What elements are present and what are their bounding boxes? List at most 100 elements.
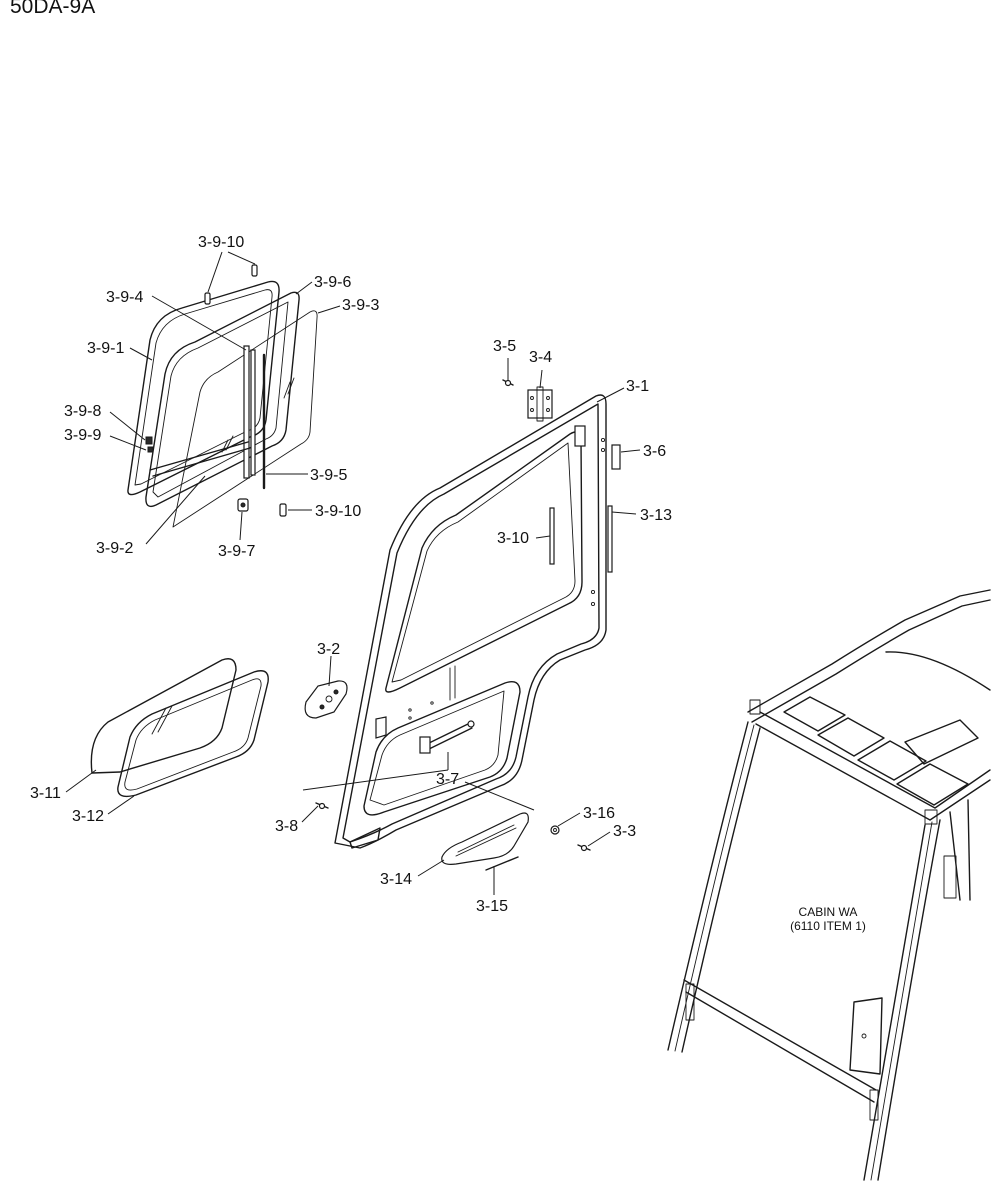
door-sill [349,827,381,849]
leader-3-13 [611,511,637,515]
leader-3-8 [301,805,319,823]
roof-slot [857,740,927,781]
hinge [527,389,553,419]
small-window-seal [117,670,269,798]
striker-plate [611,444,621,470]
callout-3-11: 3-11 [30,785,61,802]
glass-reflection-line [283,381,291,399]
step-strip [485,856,519,871]
leader-3-6 [620,449,641,453]
cabin-hinge-bracket [685,983,695,1021]
washer-hole [553,828,557,832]
window-frame-outer [127,280,280,496]
cabin-pillar-left-mid [674,724,755,1052]
cabin-pillar-right-inner [877,819,941,1181]
cabin-roof-edge [747,589,991,713]
small-window-reflection [151,707,167,735]
leader-3-9-10-top-a [207,251,223,293]
pad-bottom [279,503,287,517]
window-channel-mid [250,349,256,476]
cabin-hinge-bracket [869,1089,879,1121]
hinge-hole [530,396,534,400]
clip-lower [147,446,154,453]
outside-handle-screw [333,689,339,695]
small-window-group [90,658,269,798]
callout-3-9-7: 3-9-7 [218,543,255,560]
cabin-plate [849,997,883,1075]
cabin-pillar-right-mid [870,821,933,1181]
clip-upper [145,436,153,445]
cabin-note-line1: CABIN WA [799,905,858,919]
door-hole [590,589,596,595]
hinge-hole [546,396,550,400]
leader-3-9-3 [317,305,341,314]
callout-3-2: 3-2 [317,641,340,658]
callout-3-7: 3-7 [436,771,459,788]
model-id: 50DA-9A [10,0,95,18]
door-hole [430,701,434,705]
roof-slot [896,763,969,806]
leader-3-9-8 [109,411,146,441]
small-window-reflection [157,705,173,733]
roof-slot [904,719,979,765]
cabin-pillar-right-outer [863,824,926,1181]
door-window-opening-edge [391,442,576,683]
leader-3-10 [535,535,551,539]
leader-3-9-2 [145,475,206,545]
cabin-cross-bar-edge [685,991,875,1103]
window-bottom-rail-edge [152,447,251,477]
window-glass [172,310,318,528]
door-frame-assembly [334,394,607,849]
leader-3-9-6 [295,281,313,295]
cabin-corner-detail [749,699,761,715]
callout-3-10: 3-10 [497,530,529,547]
callout-3-15: 3-15 [476,898,508,915]
outside-handle-keyhole [325,695,333,703]
callout-3-9-10-top: 3-9-10 [198,234,244,251]
screw-head-3-3 [580,844,588,852]
callout-3-9-2: 3-9-2 [96,540,133,557]
leader-3-2 [328,655,332,687]
inner-handle-rod [424,722,471,746]
window-channel-left [243,345,250,479]
callout-3-8: 3-8 [275,818,298,835]
callout-3-4: 3-4 [529,349,552,366]
door-frame-outer-edge [342,403,600,843]
leader-3-11 [65,769,97,793]
pad-top-right [251,264,258,277]
cabin-rear-pillar-edge [967,799,971,901]
callout-3-14: 3-14 [380,871,412,888]
door-lock-mechanism [375,716,387,739]
cabin-pillar-left-inner [681,727,761,1053]
sliding-window-assembly [127,264,318,528]
leader-3-9-7 [239,511,243,541]
window-frame-inner-edge [152,301,289,498]
door-lower-panel [363,680,521,816]
callout-3-9-1: 3-9-1 [87,340,124,357]
window-latch-pin [240,502,246,508]
cabin-rear-bracket [943,855,957,899]
hinge-hole [546,408,550,412]
callout-3-9-6: 3-9-6 [314,274,351,291]
leader-3-12 [107,795,135,815]
leader-3-3 [587,831,611,847]
leader-3-9-9 [109,435,147,451]
leader-3-4 [539,369,543,389]
window-frame-inner [145,291,300,508]
outside-handle [304,680,348,719]
leader-3-9-10-top-b [227,251,256,265]
door-glass-seal [549,507,555,565]
door-hole [408,708,412,712]
cabin-roof-curve [885,651,991,691]
callout-3-9-9: 3-9-9 [64,427,101,444]
glass-reflection-line [221,439,229,453]
leader-3-1 [596,387,625,403]
door-lower-panel-edge [369,690,505,806]
leader-3-7-c [464,781,535,811]
leader-lines [65,251,641,895]
pad-top-left [204,292,211,305]
cabin-corner-detail [924,809,938,825]
washer [550,825,560,835]
door-hole [408,716,412,720]
glass-reflection-line [287,377,295,395]
